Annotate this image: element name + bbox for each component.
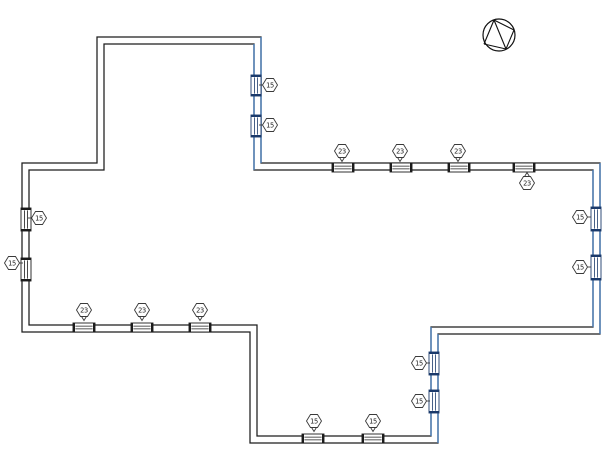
window-tag[interactable]: 23 [75, 303, 93, 322]
tag-label: 23 [454, 147, 462, 155]
tag-label: 15 [266, 81, 274, 89]
window-tag[interactable]: 23 [191, 303, 209, 322]
window-symbol[interactable] [512, 162, 536, 173]
tag-label: 15 [576, 213, 584, 221]
window-tag[interactable]: 15 [410, 394, 431, 408]
tag-label: 23 [80, 306, 88, 314]
window-tag[interactable]: 23 [391, 144, 409, 163]
tag-label: 23 [138, 306, 146, 314]
window-symbol[interactable] [428, 351, 440, 376]
tag-leader [81, 316, 87, 322]
window-tag[interactable]: 15 [259, 118, 279, 132]
tag-label: 15 [8, 259, 16, 267]
window-tag[interactable]: 15 [259, 78, 279, 92]
window-tag[interactable]: 15 [410, 356, 431, 370]
tag-label: 15 [415, 397, 423, 405]
wall-outline[interactable] [21, 36, 601, 444]
window-symbol[interactable] [389, 162, 413, 173]
window-symbol[interactable] [428, 389, 440, 414]
window-tag[interactable]: 23 [133, 303, 151, 322]
window-tag[interactable]: 23 [449, 144, 467, 163]
window-tag[interactable]: 15 [305, 414, 323, 433]
window-tag[interactable]: 15 [571, 210, 592, 224]
tag-label: 23 [523, 179, 531, 187]
window-symbol[interactable] [72, 322, 96, 333]
window-symbol[interactable] [447, 162, 471, 173]
tag-leader [311, 427, 317, 433]
window-tag[interactable]: 23 [518, 171, 536, 190]
tag-leader [455, 157, 461, 163]
window-tag[interactable]: 15 [28, 211, 48, 225]
tag-label: 23 [396, 147, 404, 155]
window-symbol[interactable] [331, 162, 355, 173]
tag-label: 15 [369, 417, 377, 425]
tag-label: 15 [310, 417, 318, 425]
tag-leader [197, 316, 203, 322]
window-tag[interactable]: 15 [3, 256, 24, 270]
tag-label: 15 [415, 359, 423, 367]
window-symbol[interactable] [250, 114, 262, 138]
window-symbol[interactable] [301, 433, 325, 444]
window-symbol[interactable] [361, 433, 385, 444]
tag-leader [524, 171, 530, 177]
window-symbol[interactable] [130, 322, 154, 333]
window-tag[interactable]: 23 [333, 144, 351, 163]
tag-label: 23 [196, 306, 204, 314]
window-symbol[interactable] [590, 254, 602, 281]
window-symbol[interactable] [250, 74, 262, 97]
window-symbol[interactable] [590, 206, 602, 232]
window-tag[interactable]: 15 [364, 414, 382, 433]
north-arrow-icon[interactable] [482, 18, 516, 52]
tag-label: 15 [266, 121, 274, 129]
tag-label: 15 [35, 214, 43, 222]
window-symbol[interactable] [188, 322, 212, 333]
tag-label: 15 [576, 263, 584, 271]
window-symbol[interactable] [20, 207, 32, 232]
tag-leader [397, 157, 403, 163]
window-symbol[interactable] [20, 257, 32, 282]
tag-leader [139, 316, 145, 322]
window-tag[interactable]: 15 [571, 260, 592, 274]
tag-leader [339, 157, 345, 163]
tag-label: 23 [338, 147, 346, 155]
tag-leader [370, 427, 376, 433]
